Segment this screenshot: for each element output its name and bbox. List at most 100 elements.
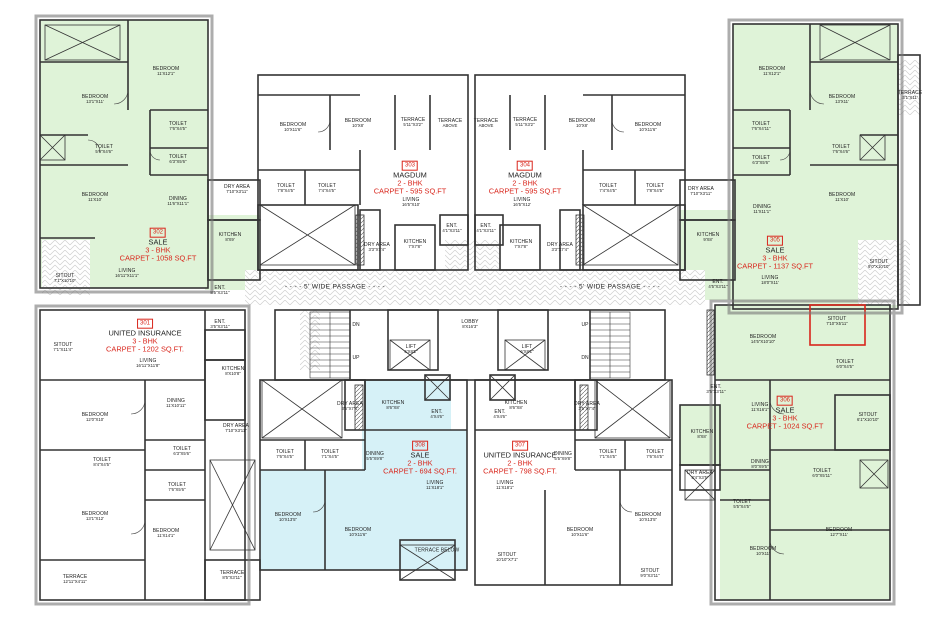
unit-301-label: 301 UNITED INSURANCE 3 - BHK CARPET - 12… [106, 312, 184, 355]
staircases [309, 311, 631, 379]
unit-number: 304 [516, 160, 533, 171]
unit-owner: SALE [148, 237, 168, 247]
unit-carpet: CARPET - 595 SQ.FT [488, 187, 562, 197]
room-label: ENT.8'5"X3'11" [210, 285, 230, 296]
unit-type: 2 - BHK [407, 458, 433, 468]
unit-306-label: 306 SALE 3 - BHK CARPET - 1024 SQ.FT [746, 389, 824, 432]
passage-label-left: - - - - 5' WIDE PASSAGE - - - - [284, 283, 386, 291]
unit-owner: SALE [410, 450, 430, 460]
stair-dn-right: DN [581, 355, 589, 361]
unit-307-label: 307 UNITED INSURANCE 2 - BHK CARPET - 79… [483, 434, 557, 477]
room-label: ENT.4'X4'6" [430, 409, 444, 420]
unit-type: 2 - BHK [512, 178, 538, 188]
outer-walls [34, 14, 904, 606]
unit-fills [40, 20, 898, 600]
unit-carpet: CARPET - 1137 SQ.FT [736, 262, 814, 272]
unit-308-label: 308 SALE 2 - BHK CARPET - 694 SQ.FT. [383, 434, 457, 477]
unit-number: 305 [766, 235, 783, 246]
unit-303-label: 303 MAGDUM 2 - BHK CARPET - 595 SQ.FT [373, 154, 447, 197]
unit-carpet: CARPET - 1202 SQ.FT. [106, 345, 184, 355]
unit-number: 307 [511, 440, 529, 451]
unit-number: 303 [401, 160, 418, 171]
room-label: TERRACE BELOW [414, 547, 460, 554]
walls [39, 19, 921, 601]
hatched-strips [354, 214, 715, 431]
unit-302-label: 302 SALE 3 - BHK CARPET - 1058 SQ.FT [119, 221, 197, 264]
unit-owner: UNITED INSURANCE [483, 450, 557, 460]
unit-carpet: CARPET - 694 SQ.FT. [383, 467, 457, 477]
unit-carpet: CARPET - 1024 SQ.FT [746, 422, 824, 432]
unit-number: 308 [411, 440, 429, 451]
room-label: ENT.3'5"X3'11" [706, 384, 726, 395]
unit-type: 3 - BHK [772, 413, 798, 423]
stair-up-right: UP [581, 322, 589, 328]
unit-carpet: CARPET - 595 SQ.FT [373, 187, 447, 197]
stair-up-left: UP [352, 355, 360, 361]
room-label: ENT.4'X4'6" [493, 409, 507, 420]
unit-305-label: 305 SALE 3 - BHK CARPET - 1137 SQ.FT [737, 229, 813, 272]
room-label: ENT.4'1"X3'11" [476, 223, 496, 234]
unit-number: 306 [776, 395, 794, 406]
unit-304-label: 304 MAGDUM 2 - BHK CARPET - 595 SQ.FT [488, 154, 562, 197]
unit-type: 2 - BHK [397, 178, 423, 188]
stair-dn-left: DN [352, 322, 360, 328]
unit-type: 3 - BHK [132, 336, 158, 346]
shafts [39, 24, 891, 581]
unit-carpet: CARPET - 1058 SQ.FT [119, 254, 197, 264]
room-label: ENT.4'1"X3'11" [442, 223, 462, 234]
unit-type: 3 - BHK [145, 245, 171, 255]
